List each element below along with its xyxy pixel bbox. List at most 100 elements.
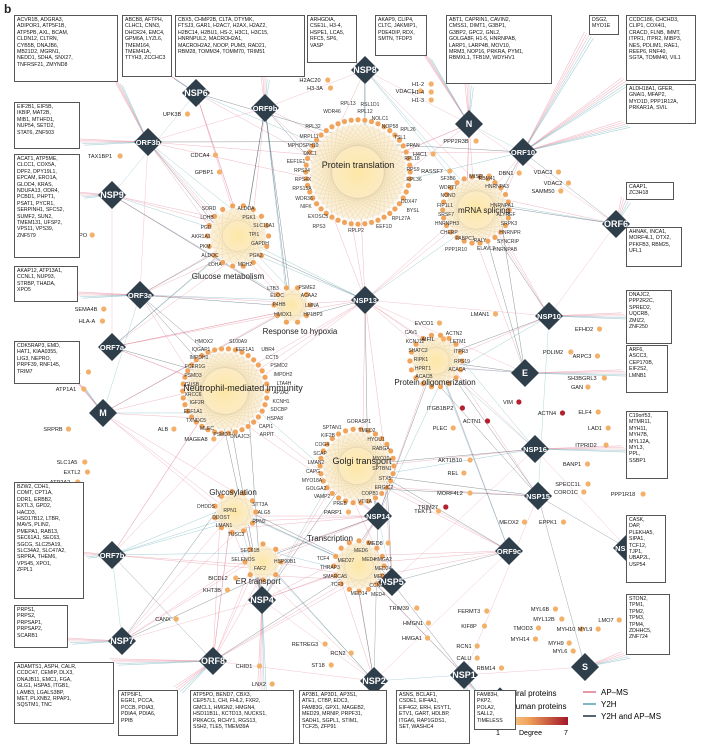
- cluster-gene-label: COG4: [315, 442, 329, 448]
- human-protein-node: [426, 620, 431, 625]
- human-protein-node: [409, 367, 415, 373]
- cluster-gene-label: AP2A2: [273, 390, 289, 396]
- cluster-gene-label: CAPI1: [259, 424, 274, 430]
- cluster-gene-label: RPS9: [406, 167, 419, 173]
- human-protein-node: [330, 491, 336, 497]
- cluster-gene-label: LMNA: [305, 303, 320, 309]
- cluster-gene-label: CCT5: [265, 355, 278, 361]
- human-protein-label: ATP1A1: [56, 387, 76, 393]
- human-protein-node: [568, 349, 573, 354]
- cluster-gene-label: IMPDH1: [190, 355, 209, 361]
- cluster-gene-label: NONO: [441, 193, 456, 199]
- gene-list-box: BZW2, CDH1,COMT, CPT1A,DDR1, ERBB2,EXTL3…: [14, 482, 84, 599]
- human-protein-node: [257, 663, 262, 668]
- cluster-gene-label: HP1BP3: [303, 312, 322, 318]
- cluster-gene-label: MED12: [374, 574, 391, 580]
- gene-list-box: ATP5IF1,EGR1, PCCA,PCCB, PDIA3,PDIA4, PD…: [118, 690, 178, 736]
- cluster-gene-label: SDCBP: [270, 407, 288, 413]
- gene-list-box: ASNS, BCLAF1,CSDE1, EIF4A1,EIF4G2, ERH, …: [396, 690, 470, 744]
- gene-list-box: ACVR1B, ADGRA3,ADIPOR1, ATP5F1B,ATP5PB, …: [14, 15, 118, 82]
- gene-list-box: EIF2B1, EIF5B,IKBIP, MAT2B,MIB1, MTHFD1,…: [14, 102, 80, 149]
- cluster-label: Response to hypoxia: [263, 327, 338, 336]
- cluster-gene-label: STT3A: [252, 502, 268, 508]
- human-protein-node: [338, 545, 344, 551]
- human-protein-label: RETREG3: [292, 642, 318, 648]
- cluster-gene-label: LMAN1: [216, 523, 233, 529]
- cluster-gene-label: SRPK3: [501, 221, 518, 227]
- human-protein-node: [260, 541, 266, 547]
- human-protein-label: ACTN4: [538, 411, 556, 417]
- cluster-gene-label: IGF2R: [190, 400, 205, 406]
- human-protein-node: [270, 681, 275, 686]
- edge: [523, 83, 628, 152]
- human-protein-node: [437, 320, 442, 325]
- human-protein-node: [475, 655, 480, 660]
- human-protein-label: MYL6: [553, 649, 568, 655]
- edge: [262, 600, 264, 692]
- viral-label: ORF7b: [100, 551, 125, 560]
- human-protein-node: [284, 319, 290, 325]
- edge: [262, 600, 266, 693]
- human-protein-node: [606, 425, 611, 430]
- human-protein-node: [174, 616, 179, 621]
- human-protein-node: [641, 491, 646, 496]
- edge: [213, 583, 352, 661]
- cluster-gene-label: RIPK1: [414, 357, 429, 363]
- cluster-gene-label: PGK2: [249, 253, 263, 259]
- cluster-gene-label: RPS19: [454, 359, 470, 365]
- human-protein-node: [256, 414, 262, 420]
- human-protein-label: CORO1C: [554, 490, 578, 496]
- human-protein-node: [391, 463, 397, 469]
- human-protein-label: SRPRB: [43, 427, 63, 433]
- cluster-gene-label: AKR1A1: [191, 234, 210, 240]
- human-protein-node: [485, 418, 490, 423]
- human-protein-node: [217, 169, 222, 174]
- human-protein-node: [406, 183, 412, 189]
- human-protein-node: [85, 469, 90, 474]
- cluster-gene-label: SLC16A1: [253, 223, 275, 229]
- human-protein-node: [329, 124, 335, 130]
- human-protein-node: [499, 665, 504, 670]
- human-protein-label: H1-3: [412, 98, 424, 104]
- cluster-gene-label: ELOC: [270, 293, 284, 299]
- gene-list-line: TTYH3, ZCCHC3: [125, 55, 169, 61]
- legend-both-label: Y2H and AP–MS: [601, 712, 661, 721]
- cluster-gene-label: MRPL11: [299, 134, 318, 140]
- human-protein-label: MYH9: [548, 641, 564, 647]
- human-protein-label: KIF8P: [461, 624, 477, 630]
- edge: [140, 142, 148, 295]
- cluster-gene-label: RBM41: [479, 176, 496, 182]
- human-protein-node: [560, 410, 565, 415]
- human-protein-node: [604, 442, 609, 447]
- edge: [549, 224, 616, 316]
- cluster-gene-label: PSME2: [299, 285, 316, 291]
- cluster-gene-label: SEC61B: [240, 548, 260, 554]
- cluster-gene-label: KCNH1: [273, 399, 290, 405]
- human-protein-label: VDAC3: [534, 170, 553, 176]
- human-protein-node: [586, 481, 591, 486]
- human-protein-node: [251, 357, 257, 363]
- cluster-gene-label: SF3B6: [440, 176, 456, 182]
- cluster-gene-label: LMAN2: [308, 460, 325, 466]
- human-protein-node: [355, 117, 361, 123]
- human-protein-label: HMGA1: [402, 636, 422, 642]
- cluster-gene-label: MED27: [338, 558, 355, 564]
- human-protein-node: [350, 427, 356, 433]
- viral-node-nsp16: NSP16: [521, 435, 549, 463]
- gene-list-line: ZC3H18: [629, 190, 671, 196]
- cluster-gene-label: WDR77: [439, 185, 457, 191]
- viral-label: NSP13: [353, 296, 377, 305]
- gene-list-box: DNAJC2,PPP2R2C,SPRED2,UQCRB,ZMIZ2,ZNF250: [626, 290, 672, 344]
- human-protein-node: [314, 201, 320, 207]
- human-protein-node: [230, 203, 236, 209]
- human-protein-node: [225, 587, 230, 592]
- viral-node-orf10: ORF10: [509, 138, 537, 166]
- gene-list-box: FAM83H,PKP2,POLA2,SALL2,TIMELESS: [474, 690, 516, 730]
- cluster-gene-label: UBR4: [261, 347, 275, 353]
- cluster-gene-label: RPLP2: [348, 228, 364, 234]
- gene-list-box: CDK5RAP3, EMD,HAT1, KIAA0355,LIG3, NEPRO…: [14, 341, 80, 384]
- human-protein-node: [336, 431, 342, 437]
- cluster-gene-label: RPL12: [357, 109, 373, 115]
- gene-list-line: SSBP1: [629, 458, 665, 464]
